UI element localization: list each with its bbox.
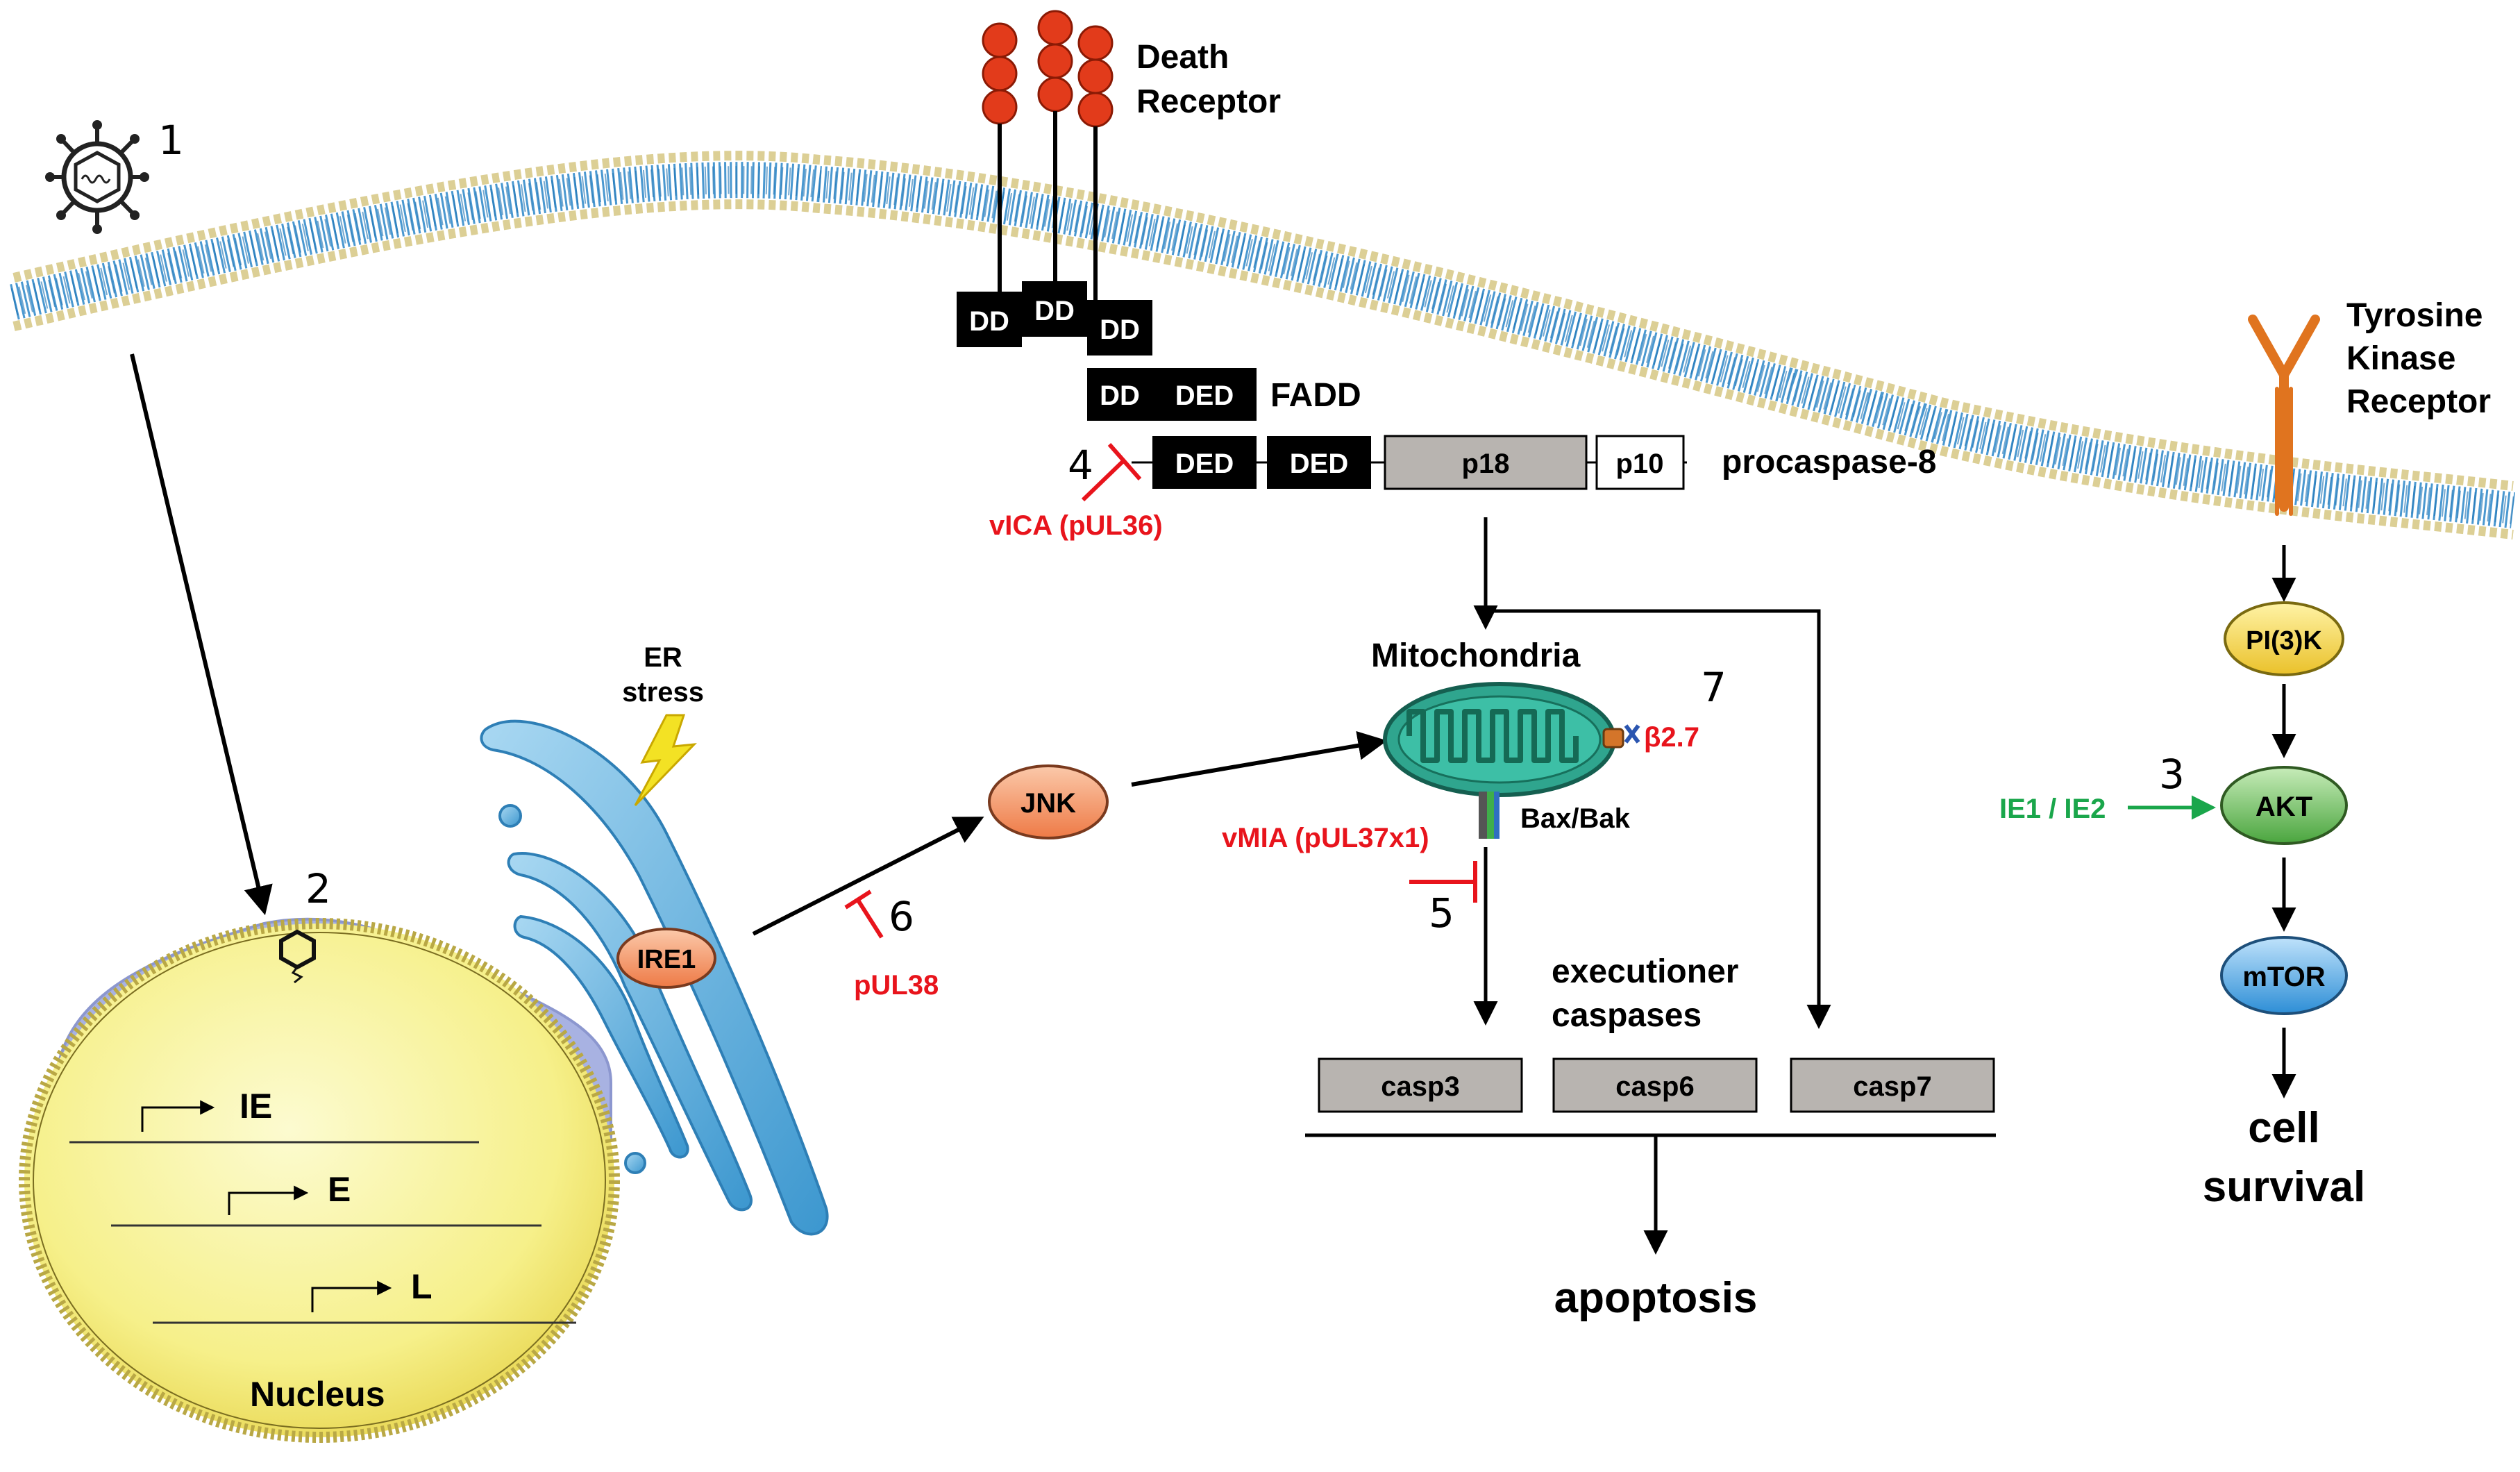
casp6-box: casp6 bbox=[1552, 1057, 1758, 1113]
pul38-inhibition-mark bbox=[844, 889, 884, 939]
procasp8-ded-box-1: DED bbox=[1152, 436, 1257, 489]
p10-domain: p10 bbox=[1595, 435, 1685, 490]
akt-label: AKT bbox=[2256, 792, 2312, 822]
vica-inhibition-mark bbox=[1081, 443, 1142, 502]
pi3k-node bbox=[2224, 601, 2344, 676]
tyrosine-label-line3: Receptor bbox=[2346, 383, 2491, 420]
step-number-1: 1 bbox=[158, 117, 184, 164]
beta27-label: β2.7 bbox=[1644, 722, 1699, 753]
svg-text:casp3: casp3 bbox=[1381, 1071, 1459, 1102]
jnk-label: JNK bbox=[1020, 788, 1076, 819]
er-stress-label-line2: stress bbox=[622, 677, 704, 708]
beta27-target-icon bbox=[1602, 728, 1624, 748]
gene-ie-label: IE bbox=[240, 1087, 272, 1126]
death-receptor bbox=[982, 10, 1114, 306]
svg-text:DD: DD bbox=[969, 306, 1009, 337]
mitochondria-label: Mitochondria bbox=[1371, 637, 1581, 674]
akt-node bbox=[2220, 766, 2348, 845]
svg-text:DD: DD bbox=[1034, 296, 1075, 326]
nucleus bbox=[19, 917, 620, 1443]
svg-text:DED: DED bbox=[1290, 449, 1348, 479]
p18-domain: p18 bbox=[1384, 435, 1588, 490]
vmia-label: vMIA (pUL37x1) bbox=[1222, 823, 1429, 853]
cell-survival-label-line1: cell bbox=[2248, 1104, 2319, 1152]
bax-bak-label: Bax/Bak bbox=[1520, 803, 1631, 834]
gene-e-label: E bbox=[328, 1170, 351, 1209]
step-number-3: 3 bbox=[2159, 751, 2185, 798]
vmia-inhibition-mark bbox=[1409, 861, 1477, 903]
ire1-label: IRE1 bbox=[637, 945, 696, 974]
tyrosine-label-line1: Tyrosine bbox=[2346, 297, 2483, 334]
tyrosine-label-line2: Kinase bbox=[2346, 340, 2455, 377]
virus-entry-arrow bbox=[130, 353, 273, 916]
ie1-ie2-label: IE1 / IE2 bbox=[1999, 794, 2106, 824]
step-number-7: 7 bbox=[1701, 664, 1727, 711]
svg-text:DD: DD bbox=[1100, 380, 1140, 411]
tyrosine-kinase-receptor-icon bbox=[2248, 315, 2320, 516]
ire1-to-jnk-arrow bbox=[752, 817, 984, 936]
svg-text:DED: DED bbox=[1175, 380, 1234, 411]
executioner-label-line2: caspases bbox=[1552, 997, 1702, 1034]
plasma-membrane bbox=[10, 151, 2516, 540]
procasp8-ded-box-2: DED bbox=[1267, 436, 1371, 489]
mitochondrion-icon bbox=[1383, 682, 1616, 797]
executioner-label-line1: executioner bbox=[1552, 953, 1738, 990]
svg-text:DD: DD bbox=[1100, 315, 1140, 345]
vica-label: vICA (pUL36) bbox=[989, 510, 1163, 541]
gene-l-label: L bbox=[411, 1267, 432, 1306]
svg-text:p18: p18 bbox=[1462, 449, 1510, 479]
dd-box-2: DD bbox=[1022, 281, 1087, 337]
death-receptor-label-line1: Death bbox=[1136, 39, 1229, 76]
dd-box-1: DD bbox=[957, 292, 1022, 347]
death-receptor-label-line2: Receptor bbox=[1136, 83, 1281, 120]
virus-particle-icon bbox=[45, 120, 149, 234]
bax-bak-channel-icon bbox=[1479, 792, 1500, 839]
cell-survival-label-line2: survival bbox=[2203, 1163, 2365, 1211]
svg-text:casp7: casp7 bbox=[1853, 1071, 1931, 1102]
dd-box-3: DD bbox=[1087, 300, 1152, 356]
fadd-ded-box: DED bbox=[1152, 368, 1257, 421]
apoptosis-label: apoptosis bbox=[1554, 1274, 1758, 1322]
step-number-5: 5 bbox=[1429, 889, 1454, 937]
jnk-to-mitochondria-arrow bbox=[1131, 731, 1388, 787]
lightning-bolt-icon bbox=[634, 714, 697, 807]
fadd-label: FADD bbox=[1270, 377, 1361, 414]
svg-text:DED: DED bbox=[1175, 449, 1234, 479]
procaspase8-label: procaspase-8 bbox=[1722, 444, 1937, 480]
fadd-dd-box: DD bbox=[1087, 368, 1152, 421]
step-number-2: 2 bbox=[305, 865, 331, 912]
casp3-box: casp3 bbox=[1318, 1057, 1523, 1113]
mtor-label: mTOR bbox=[2242, 962, 2325, 992]
pi3k-label: PI(3)K bbox=[2246, 626, 2322, 655]
viral-genome-icon bbox=[279, 929, 316, 970]
mtor-node bbox=[2220, 936, 2348, 1015]
casp7-box: casp7 bbox=[1790, 1057, 1995, 1113]
step-number-6: 6 bbox=[889, 893, 914, 940]
ire1-node bbox=[616, 928, 716, 989]
jnk-node bbox=[988, 764, 1109, 839]
er-stress-label-line1: ER bbox=[644, 642, 682, 673]
svg-text:p10: p10 bbox=[1616, 449, 1664, 479]
endoplasmic-reticulum bbox=[480, 719, 829, 1236]
nucleus-label: Nucleus bbox=[250, 1375, 385, 1414]
pul38-label: pUL38 bbox=[854, 970, 939, 1001]
svg-text:casp6: casp6 bbox=[1615, 1071, 1694, 1102]
step-number-4: 4 bbox=[1068, 442, 1093, 489]
